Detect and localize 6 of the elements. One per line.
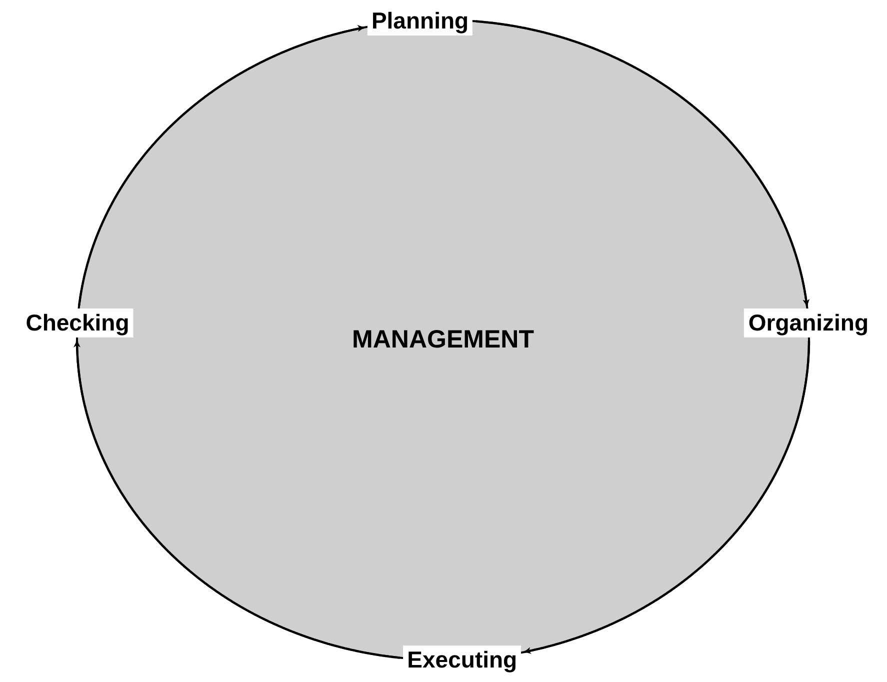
arc-arrow [78,24,364,306]
stage-label: Executing [403,645,522,674]
arc-arrow [476,20,810,306]
center-label: MANAGEMENT [352,326,534,354]
arc-arrow [74,340,400,659]
arc-arrow [524,340,810,654]
